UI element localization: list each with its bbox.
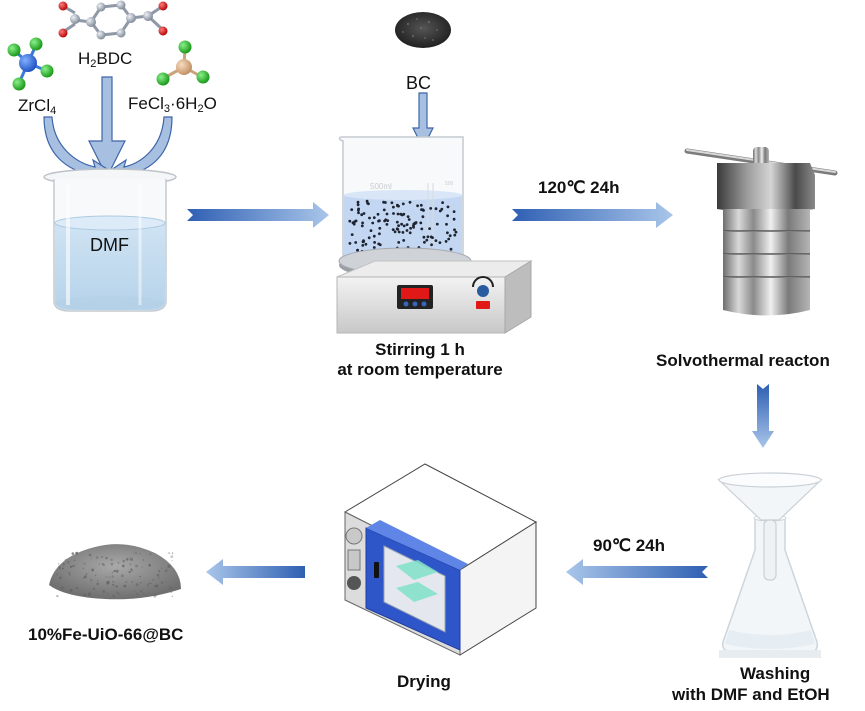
stirring-label-line1: Stirring 1 h: [375, 340, 465, 359]
h2bdc-down-arrow: [88, 76, 126, 179]
powder-grains: [55, 551, 174, 598]
bc-powder-icon: [395, 12, 451, 48]
solvothermal-condition-label: 120℃ 24h: [538, 178, 620, 197]
product-label: 10%Fe-UiO-66@BC: [28, 625, 184, 644]
svg-text:500ml: 500ml: [370, 182, 392, 191]
autoclave-reactor-icon: [684, 147, 838, 316]
funnel-flask-icon: [716, 472, 824, 658]
arrow-to-solvothermal: [512, 202, 673, 228]
stirring-label-line2: at room temperature: [337, 360, 503, 379]
drying-label: Drying: [397, 672, 451, 691]
fecl3-label: FeCl3·6H2O: [128, 94, 217, 115]
washing-label-line1: Washing: [740, 664, 811, 683]
dmf-label: DMF: [90, 235, 129, 255]
h2bdc-molecule-icon: [58, 0, 168, 40]
svg-text:500: 500: [445, 181, 454, 187]
h2bdc-label: H2BDC: [78, 49, 133, 70]
magnetic-stirrer-icon: 500ml 500: [336, 136, 533, 334]
arrow-to-product: [206, 559, 305, 585]
zrcl4-molecule-icon: [7, 37, 54, 91]
arrow-to-stirring: [187, 202, 329, 228]
product-powder-icon: [49, 544, 181, 600]
drying-condition-label: 90℃ 24h: [593, 536, 666, 555]
arrow-to-drying: [566, 559, 708, 585]
bc-label: BC: [406, 73, 432, 93]
arrow-to-washing: [752, 384, 774, 448]
zrcl4-label: ZrCl4: [18, 96, 57, 117]
fecl3-molecule-icon: [156, 40, 210, 86]
solvothermal-label: Solvothermal reacton: [656, 351, 830, 370]
washing-label-line2: with DMF and EtOH: [672, 685, 830, 704]
drying-oven-icon: [343, 463, 538, 656]
dmf-beaker-icon: [43, 168, 177, 312]
